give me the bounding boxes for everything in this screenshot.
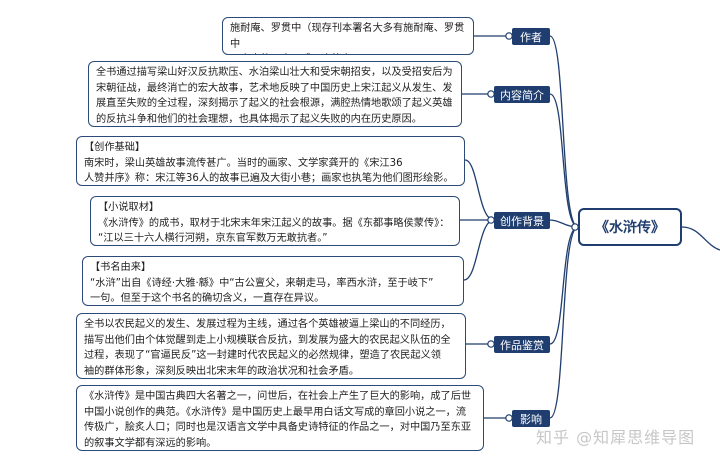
influence-box: 《水浒传》是中国古典四大名著之一，问世后，在社会上产生了巨大的影响，成了后世 中…	[76, 385, 484, 451]
tag-summary[interactable]: 内容简介	[494, 86, 550, 103]
tag-appreciation[interactable]: 作品鉴赏	[494, 336, 550, 353]
novel-source-box: 【小说取材】 《水浒传》的成书，取材于北宋末年宋江起义的故事。据《东都事略侯蒙传…	[90, 196, 460, 246]
tag-influence[interactable]: 影响	[512, 410, 550, 427]
appreciation-box: 全书以农民起义的发生、发展过程为主线，通过各个英雄被逼上梁山的不同经历， 描写出…	[76, 313, 466, 379]
creation-basis-box: 【创作基础】 南宋时，梁山英雄故事流传甚广。当时的画家、文学家龚开的《宋江36 …	[76, 136, 465, 186]
tag-author[interactable]: 作者	[512, 28, 550, 45]
watermark: 知乎 @知犀思维导图	[536, 428, 696, 447]
tag-background[interactable]: 创作背景	[494, 212, 550, 229]
root-node[interactable]: 《水浒传》	[578, 208, 682, 246]
author-box: 施耐庵、罗贯中（现存刊本署名大多有施耐庵、罗贯中 两人中的一人，或两人皆有)	[222, 17, 474, 55]
title-origin-box: 【书名由来】 “水浒”出自《诗经·大雅·緜》中“古公亶父，来朝走马，率西水浒，至…	[82, 256, 464, 306]
summary-box: 全书通过描写梁山好汉反抗欺压、水泊梁山壮大和受宋朝招安，以及受招安后为 宋朝征战…	[88, 61, 462, 127]
